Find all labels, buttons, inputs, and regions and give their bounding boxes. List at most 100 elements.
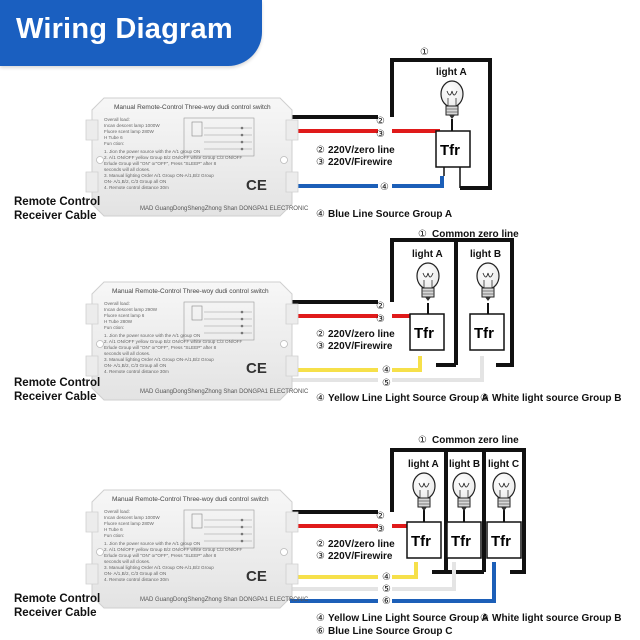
- tfr-label: Tfr: [474, 325, 494, 342]
- svg-text:Erlude Group will "ON" or"OFF": Erlude Group will "ON" or"OFF", Press "S…: [104, 553, 217, 558]
- svg-text:Fun ction:: Fun ction:: [104, 141, 124, 146]
- svg-text:Yellow Line Light Source Group: Yellow Line Light Source Group A: [328, 613, 489, 624]
- svg-text:Fluore scent lamp 280W: Fluore scent lamp 280W: [104, 521, 154, 526]
- svg-text:Overall load:: Overall load:: [104, 117, 130, 122]
- svg-text:Blue Line Source Group A: Blue Line Source Group A: [328, 209, 452, 220]
- panel-three-groups: Manual Remote-Control Three-woy dudi con…: [14, 435, 621, 637]
- svg-text:Manual Remote-Control Three-wo: Manual Remote-Control Three-woy dudi con…: [112, 496, 269, 503]
- svg-text:④: ④: [316, 393, 325, 404]
- svg-text:③: ③: [316, 551, 325, 562]
- svg-text:Fun ction:: Fun ction:: [104, 325, 124, 330]
- light-b-label: light B: [449, 459, 480, 470]
- svg-text:White light source Group B: White light source Group B: [492, 393, 621, 404]
- svg-text:220V/Firewire: 220V/Firewire: [328, 157, 393, 168]
- svg-text:④: ④: [316, 613, 325, 624]
- bulb-light-c: [492, 472, 516, 512]
- svg-text:4. Remote control distance 30m: 4. Remote control distance 30m: [104, 369, 169, 374]
- svg-text:ON- A/1,B/2, C/3 Group all ON: ON- A/1,B/2, C/3 Group all ON: [104, 363, 166, 368]
- title-banner: Wiring Diagram: [0, 0, 262, 66]
- wires: [290, 58, 492, 190]
- bulb-light-a: [412, 472, 436, 512]
- receiver-label: Receiver Cable: [14, 607, 96, 619]
- svg-text:⑤: ⑤: [480, 393, 489, 404]
- svg-text:Erlude Group will "ON" or"OFF": Erlude Group will "ON" or"OFF", Press "S…: [104, 161, 217, 166]
- light-a-label: light A: [412, 249, 443, 260]
- svg-text:ON- A/1,B/2, C/3 Group all ON: ON- A/1,B/2, C/3 Group all ON: [104, 179, 166, 184]
- tfr-label: Tfr: [451, 533, 471, 550]
- svg-text:Fun ction:: Fun ction:: [104, 533, 124, 538]
- receiver-label: Remote Control: [14, 377, 100, 389]
- svg-text:3. Manual lighting Order A/1 G: 3. Manual lighting Order A/1 Group ON-A/…: [104, 173, 214, 178]
- svg-text:④: ④: [382, 572, 391, 583]
- svg-text:Erlude Group will "ON" or"OFF": Erlude Group will "ON" or"OFF", Press "S…: [104, 345, 217, 350]
- svg-text:3. Manual lighting Order A/1 G: 3. Manual lighting Order A/1 Group ON-A/…: [104, 357, 214, 362]
- bulb-light-a: [440, 80, 464, 120]
- svg-text:Incan descent lamp 290W: Incan descent lamp 290W: [104, 307, 158, 312]
- module-label: Manual Remote-Control Three-woy dudi con…: [104, 496, 309, 603]
- svg-text:Overall load:: Overall load:: [104, 509, 130, 514]
- svg-text:4. Remote control distance 30m: 4. Remote control distance 30m: [104, 577, 169, 582]
- svg-text:2. A/1 ON/OFF yellow Group B/2: 2. A/1 ON/OFF yellow Group B/2 ON/OFF wh…: [104, 339, 243, 344]
- svg-text:②: ②: [316, 329, 325, 340]
- svg-text:MAD GuangDongShengZhong Shan D: MAD GuangDongShengZhong Shan DONGPA1 ELE…: [140, 206, 309, 212]
- svg-text:②: ②: [316, 145, 325, 156]
- svg-text:Manual Remote-Control Three-wo: Manual Remote-Control Three-woy dudi con…: [112, 288, 269, 295]
- panel-two-groups: Manual Remote-Control Three-woy dudi con…: [14, 229, 621, 404]
- svg-text:Overall load:: Overall load:: [104, 301, 130, 306]
- receiver-label: Remote Control: [14, 593, 100, 605]
- svg-text:2. A/1 ON/OFF yellow Group B/2: 2. A/1 ON/OFF yellow Group B/2 ON/OFF wh…: [104, 547, 243, 552]
- svg-text:②: ②: [376, 511, 385, 522]
- svg-text:②: ②: [316, 539, 325, 550]
- svg-text:①: ①: [418, 229, 427, 240]
- svg-text:③: ③: [316, 341, 325, 352]
- svg-text:4. Remote control distance 30m: 4. Remote control distance 30m: [104, 185, 169, 190]
- svg-text:①: ①: [420, 47, 429, 58]
- svg-text:Incan descent lamp 1000W: Incan descent lamp 1000W: [104, 123, 160, 128]
- svg-text:③: ③: [316, 157, 325, 168]
- svg-text:⑤: ⑤: [480, 613, 489, 624]
- svg-text:⑥: ⑥: [316, 626, 325, 637]
- light-a-label: light A: [408, 459, 439, 470]
- receiver-label: Receiver Cable: [14, 391, 96, 403]
- svg-text:④: ④: [382, 365, 391, 376]
- tfr-label: Tfr: [440, 142, 460, 159]
- svg-text:④: ④: [380, 182, 389, 193]
- bulb-light-b: [452, 472, 476, 512]
- svg-text:⑤: ⑤: [382, 378, 391, 389]
- svg-text:③: ③: [376, 314, 385, 325]
- svg-text:220V/Firewire: 220V/Firewire: [328, 341, 393, 352]
- svg-text:220V/zero line: 220V/zero line: [328, 329, 395, 340]
- wires: [290, 448, 526, 603]
- svg-text:①: ①: [418, 435, 427, 446]
- light-b-label: light B: [470, 249, 501, 260]
- svg-text:MAD GuangDongShengZhong Shan D: MAD GuangDongShengZhong Shan DONGPA1 ELE…: [140, 597, 309, 603]
- module-label: Manual Remote-Control Three-woy dudi con…: [104, 104, 309, 212]
- svg-text:White light source Group B: White light source Group B: [492, 613, 621, 624]
- receiver-label: Receiver Cable: [14, 210, 96, 222]
- svg-text:220V/zero line: 220V/zero line: [328, 539, 395, 550]
- svg-text:②: ②: [376, 116, 385, 127]
- svg-text:④: ④: [316, 209, 325, 220]
- svg-text:③: ③: [376, 524, 385, 535]
- svg-text:Fluore scent lamp 6: Fluore scent lamp 6: [104, 313, 145, 318]
- ce-mark: CE: [246, 177, 267, 194]
- module-label: Manual Remote-Control Three-woy dudi con…: [104, 288, 309, 395]
- svg-text:2. A/1 ON/OFF yellow Group B/2: 2. A/1 ON/OFF yellow Group B/2 ON/OFF wh…: [104, 155, 243, 160]
- svg-text:Yellow Line Light Source Group: Yellow Line Light Source Group A: [328, 393, 489, 404]
- receiver-label: Remote Control: [14, 196, 100, 208]
- ce-mark: CE: [246, 360, 267, 377]
- svg-text:Common zero line: Common zero line: [432, 229, 519, 240]
- svg-text:Incan descent lamp 1000W: Incan descent lamp 1000W: [104, 515, 160, 520]
- tfr-label: Tfr: [414, 325, 434, 342]
- tfr-label: Tfr: [491, 533, 511, 550]
- page-title: Wiring Diagram: [16, 13, 233, 45]
- svg-text:H Tube 6: H Tube 6: [104, 527, 123, 532]
- svg-text:②: ②: [376, 301, 385, 312]
- svg-text:1. Jion the power source with: 1. Jion the power source with the A/1 gr…: [104, 541, 200, 546]
- svg-text:3. Manual lighting Order A/1 G: 3. Manual lighting Order A/1 Group ON-A/…: [104, 565, 214, 570]
- bulb-light-a: [416, 262, 440, 302]
- light-c-label: light C: [488, 459, 519, 470]
- svg-text:220V/zero line: 220V/zero line: [328, 145, 395, 156]
- svg-text:220V/Firewire: 220V/Firewire: [328, 551, 393, 562]
